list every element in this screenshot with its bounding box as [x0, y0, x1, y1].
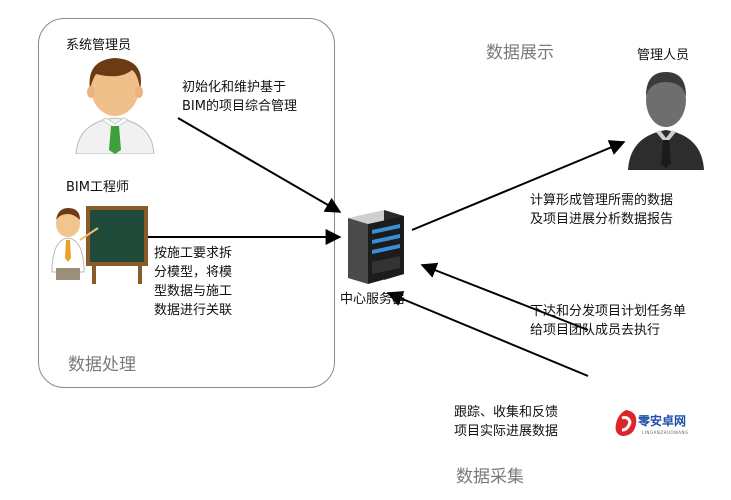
bim-engineer-label: BIM工程师 — [66, 180, 129, 195]
model-flow-text-4: 数据进行关联 — [154, 303, 233, 318]
section-data-display: 数据展示 — [486, 43, 554, 63]
bim-engineer-teacher-icon — [51, 206, 148, 284]
model-flow-text-1: 按施工要求拆 — [154, 246, 233, 261]
sysadmin-label: 系统管理员 — [66, 38, 132, 53]
sysadmin-avatar-icon — [75, 58, 155, 154]
central-server-label: 中心服务器 — [340, 292, 406, 307]
manager-label: 管理人员 — [637, 48, 690, 63]
model-flow-text-2: 分模型，将模 — [154, 265, 233, 280]
site-logo: 零安卓网 LINGANZHUOWANG — [612, 408, 704, 442]
logo-emblem-icon — [615, 410, 637, 436]
feedback-flow-text-1: 跟踪、收集和反馈 — [454, 405, 559, 420]
manager-avatar-icon — [628, 72, 704, 170]
report-flow-text-1: 计算形成管理所需的数据 — [530, 193, 674, 208]
arrow-sysadmin-to-server — [177, 117, 342, 213]
init-flow-text-2: BIM的项目综合管理 — [182, 99, 297, 114]
feedback-flow-text-2: 项目实际进展数据 — [454, 424, 559, 439]
dispatch-flow-text-2: 给项目团队成员去执行 — [530, 323, 661, 338]
section-data-collection: 数据采集 — [456, 467, 524, 487]
arrow-collection-to-server — [386, 291, 589, 377]
model-flow-text-3: 型数据与施工 — [154, 284, 233, 299]
central-server-icon — [348, 210, 404, 284]
arrow-server-to-manager — [411, 140, 626, 231]
init-flow-text-1: 初始化和维护基于 — [182, 80, 287, 95]
logo-subtext: LINGANZHUOWANG — [642, 430, 689, 435]
dispatch-flow-text-1: 下达和分发项目计划任务单 — [530, 304, 687, 319]
report-flow-text-2: 及项目进展分析数据报告 — [530, 212, 674, 227]
arrow-manager-to-server — [420, 262, 589, 331]
logo-text: 零安卓网 — [638, 414, 687, 428]
section-data-processing: 数据处理 — [68, 355, 136, 375]
